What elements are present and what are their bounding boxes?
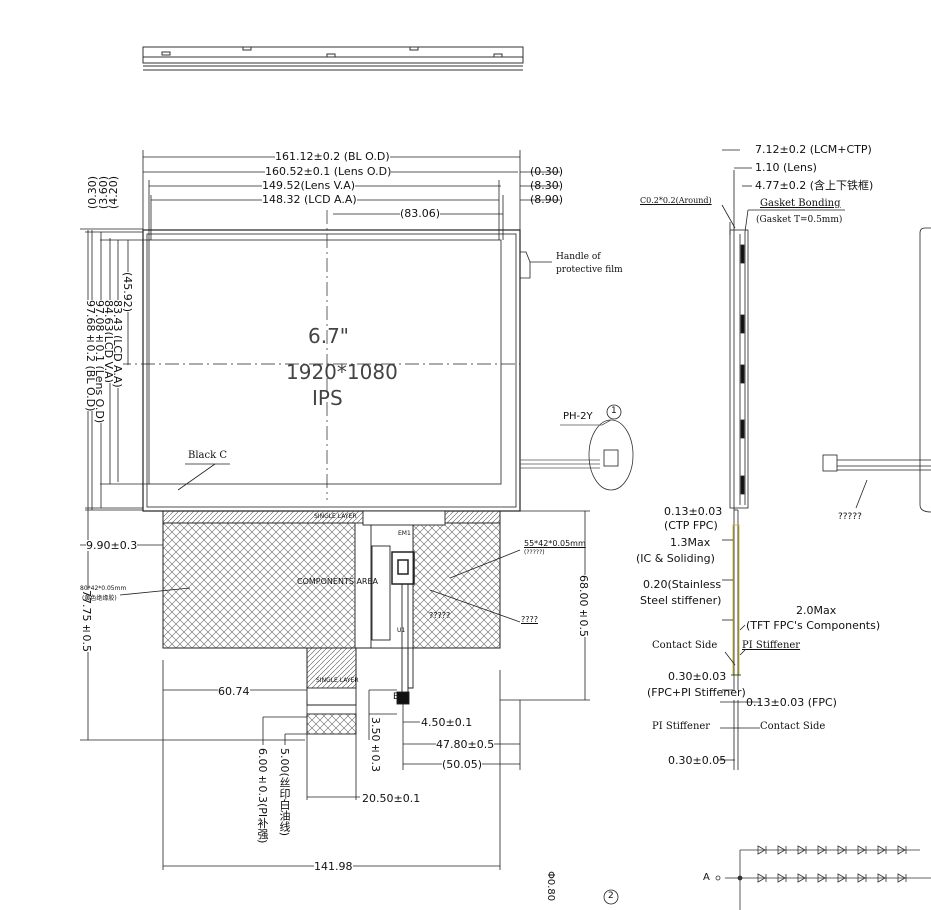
dim-3-50: 3.50±0.3 — [369, 717, 382, 772]
gasket-t-label: (Gasket T=0.5mm) — [756, 215, 843, 225]
fpc-dimension-lines — [80, 510, 590, 870]
side-view — [718, 149, 845, 770]
handle-label-2: protective film — [556, 265, 623, 275]
led-schematic — [715, 845, 931, 910]
dim-bl-od: 161.12±0.2 (BL O.D) — [275, 150, 390, 163]
q5-label: ????? — [429, 611, 451, 620]
contact-side-label: Contact Side — [652, 640, 718, 651]
chamfer-label: C0.2*0.2(Around) — [640, 196, 712, 205]
panel-resolution: 1920*1080 — [286, 360, 398, 384]
ctp-fpc-label: (CTP FPC) — [664, 519, 718, 532]
dim-lcd-va-v: 84.63(LCD V.A) — [102, 300, 115, 383]
pi-stiffener-label-2: PI Stiffener — [652, 721, 711, 732]
dim-1-10: 1.10 (Lens) — [755, 161, 817, 174]
comp-label: (TFT FPC's Components) — [746, 619, 881, 632]
dim-5-00: 5.00(丝印白油线) — [278, 748, 291, 837]
circle-1-label: 1 — [611, 406, 617, 416]
dim-47-80: 47.80±0.5 — [436, 738, 495, 751]
panel-type: IPS — [312, 386, 343, 410]
gasket-label: Gasket Bonding — [760, 198, 841, 209]
dim-8-90: (8.90) — [530, 193, 564, 206]
right-partial-view — [822, 227, 931, 513]
phi-label: Φ0.80 — [545, 871, 556, 902]
fpc-region — [162, 510, 501, 735]
dim-lens-od: 160.52±0.1 (Lens O.D) — [265, 165, 392, 178]
connector-label: PH-2Y — [563, 411, 593, 422]
dim-0-30: (0.30) — [530, 165, 564, 178]
ic-max-label: (IC & Soliding) — [636, 552, 715, 565]
circle-2-label: 2 — [608, 891, 614, 901]
top-side-view — [142, 46, 524, 71]
comp-dim: 2.0Max — [796, 604, 837, 617]
fpc-thickness-label: 0.13±0.03 (FPC) — [746, 696, 837, 709]
dim-8-30: (8.30) — [530, 179, 564, 192]
black-c-label: Black C — [188, 450, 227, 461]
dim-4-50: 4.50±0.1 — [421, 716, 473, 729]
circle-2-outline — [603, 889, 619, 905]
black-c-leader — [177, 463, 216, 491]
dim-45-92: (45.92) — [121, 272, 134, 313]
dim-77-75: 77.75±0.5 — [80, 590, 93, 652]
dim-7-12: 7.12±0.2 (LCM+CTP) — [755, 143, 872, 156]
dim-lens-va: 149.52(Lens V.A) — [262, 179, 356, 192]
dim-4-77: 4.77±0.2 (含上下铁框) — [755, 179, 874, 192]
b-label: B — [393, 692, 400, 702]
tape-q-label: (?????) — [524, 549, 545, 556]
dim-60-74: 60.74 — [218, 685, 250, 698]
dim-20-50: 20.50±0.1 — [362, 792, 421, 805]
contact-side-label-2: Contact Side — [760, 721, 826, 732]
q4-label: ???? — [521, 615, 538, 624]
pi-dim: 0.30±0.03 — [668, 670, 727, 683]
dim-141-98: 141.98 — [314, 860, 353, 873]
ss-label: Steel stiffener) — [640, 594, 722, 607]
dim-lcd-aa: 148.32 (LCD A.A) — [262, 193, 357, 206]
dim-bl-od-v: 97.68±0.2 (BL O.D) — [84, 300, 97, 412]
panel-size: 6.7" — [308, 324, 350, 348]
anode-label: A — [703, 872, 710, 883]
u1-label: U1 — [397, 627, 406, 634]
dim-3-60: (3.60) — [97, 176, 110, 210]
foam-cn-label: (黄色绝缘胶) — [82, 595, 117, 602]
single-layer-label: SINGLE LAYER — [314, 513, 357, 520]
foam-label: 80*42*0.05mm — [80, 585, 127, 592]
ic-max-dim: 1.3Max — [670, 536, 711, 549]
pi-stiffener-label: PI Stiffener — [742, 640, 801, 651]
single-layer-label-2: SINGLE LAYER — [316, 677, 359, 684]
ctp-fpc-dim: 0.13±0.03 — [664, 505, 723, 518]
right-q5-label: ????? — [838, 512, 862, 522]
protective-film-handle — [520, 251, 552, 279]
dim-6-00: 6.00±0.3(PI补强) — [256, 748, 269, 844]
handle-label-1: Handle of — [556, 252, 601, 262]
cable — [520, 404, 634, 491]
thickness-0-30: 0.30±0.05 — [668, 754, 727, 767]
tape-label: 55*42*0.05mm — [524, 539, 586, 548]
chip-label: EM1 — [398, 530, 411, 537]
dim-68-00: 68.00±0.5 — [577, 575, 590, 637]
dim-83-06: (83.06) — [400, 207, 441, 220]
dim-lens-od-v: 97.08±0.1 (Lens O.D) — [93, 300, 106, 424]
dim-50-05: (50.05) — [442, 758, 483, 771]
dim-lcd-aa-v: 83.43 (LCD A.A) — [111, 300, 124, 388]
ss-dim: 0.20(Stainless — [643, 578, 722, 591]
dim-9-90: 9.90±0.3 — [86, 539, 138, 552]
components-area-label: COMPONENTS AREA — [297, 577, 378, 586]
pi-label: (FPC+PI Stiffener) — [647, 686, 746, 699]
dim-0-30-v: (0.30) — [86, 176, 99, 210]
